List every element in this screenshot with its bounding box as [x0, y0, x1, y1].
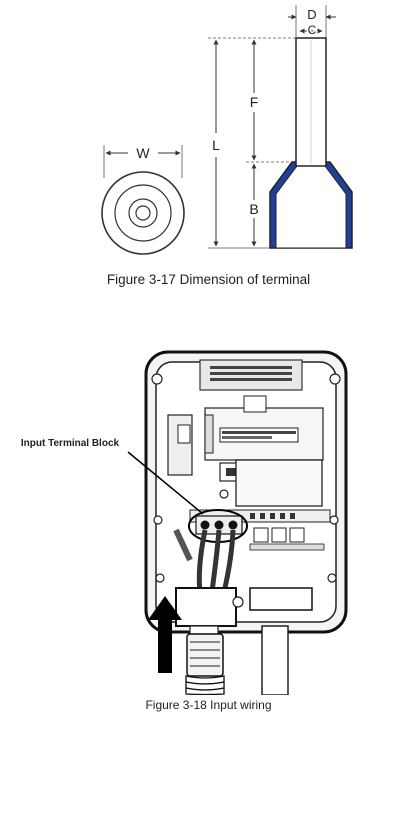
terminal-end-view: [101, 171, 185, 255]
input-terminal-block-label: Input Terminal Block: [21, 438, 120, 449]
dimension-d-c: D C: [288, 5, 336, 39]
input-wiring-figure: Input Terminal Block: [21, 350, 348, 695]
label-l: L: [212, 137, 220, 153]
cable-entry-housing: [175, 587, 313, 627]
main-control-board: [204, 395, 324, 461]
label-w: W: [136, 145, 150, 161]
callout-line: [127, 451, 204, 515]
dimension-w: W: [103, 145, 183, 178]
figure-3-18-caption: Figure 3-18 Input wiring: [145, 698, 272, 712]
dimension-l: L: [208, 37, 296, 249]
insert-direction-arrow: [148, 596, 182, 673]
label-b: B: [249, 201, 258, 217]
label-f: F: [250, 94, 259, 110]
figure-3-17-caption: Figure 3-17 Dimension of terminal: [106, 272, 311, 287]
label-d: D: [307, 7, 316, 22]
dimension-f: F: [246, 39, 292, 163]
dimension-b: B: [249, 163, 259, 247]
output-conduit: [261, 625, 289, 695]
label-c: C: [308, 23, 317, 37]
terminal-dimension-figure: W D C L F B: [101, 5, 353, 255]
communication-board: [219, 459, 323, 507]
input-conduit: [185, 625, 225, 695]
top-circuit-board: [199, 359, 303, 391]
side-bracket: [167, 414, 193, 476]
terminal-side-view: [269, 37, 353, 249]
